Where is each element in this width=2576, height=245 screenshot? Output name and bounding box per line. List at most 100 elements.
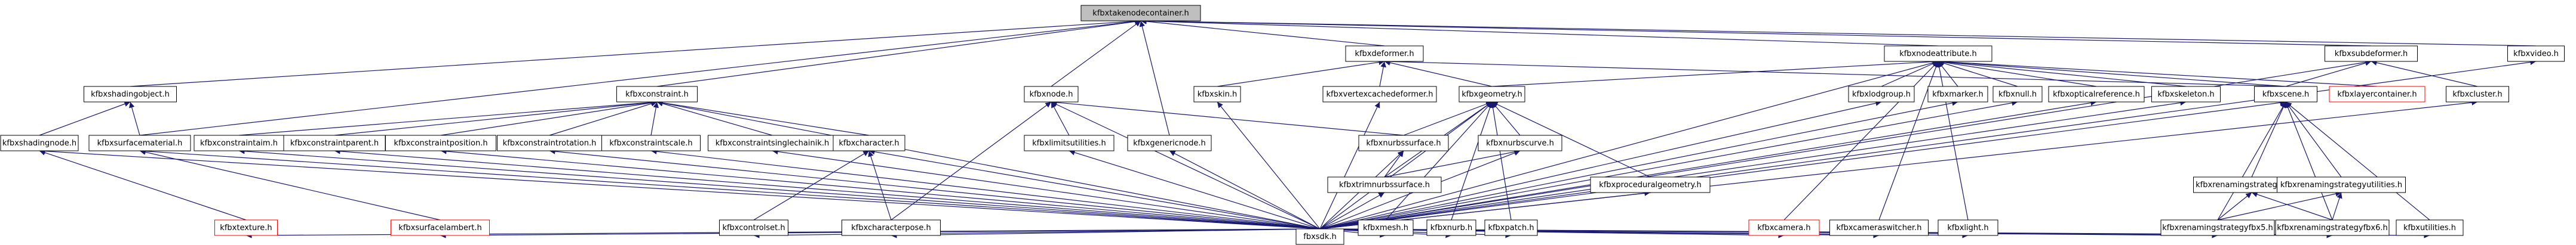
node-sdk[interactable]: fbxsdk.h [1295,228,1344,245]
node-box[interactable] [1426,219,1476,236]
node-characterpose[interactable]: kfbxcharacterpose.h [842,219,941,236]
node-surfacelambert[interactable]: kfbxsurfacelambert.h [391,219,490,236]
node-box[interactable] [1193,86,1241,103]
node-texture[interactable]: kfbxtexture.h [214,219,278,236]
node-box[interactable] [1024,135,1114,151]
node-character[interactable]: kfbxcharacter.h [833,135,905,151]
node-constraintparent[interactable]: kfbxconstraintparent.h [283,135,386,151]
node-camera[interactable]: kfbxcamera.h [1748,219,1820,236]
node-box[interactable] [601,135,701,151]
node-surfacematerial[interactable]: kfbxsurfacematerial.h [88,135,191,151]
node-box[interactable] [1295,228,1344,245]
node-node[interactable]: kfbxnode.h [1024,86,1079,103]
node-box[interactable] [1327,176,1442,193]
node-box[interactable] [2396,219,2464,236]
node-mesh[interactable]: kfbxmesh.h [1358,219,1414,236]
node-box[interactable] [2151,86,2221,103]
node-geometry[interactable]: kfbxgeometry.h [1459,86,1525,103]
node-box[interactable] [1992,86,2043,103]
node-skin[interactable]: kfbxskin.h [1193,86,1241,103]
node-cameraswitcher[interactable]: kfbxcameraswitcher.h [1829,219,1929,236]
node-box[interactable] [497,135,602,151]
node-box[interactable] [385,135,496,151]
node-box[interactable] [1024,86,1079,103]
node-box[interactable] [1345,45,1424,62]
node-renamingstrategyutilities[interactable]: kfbxrenamingstrategyutilities.h [2277,176,2406,193]
node-box[interactable] [2160,219,2275,236]
node-box[interactable] [1884,45,1992,62]
node-box[interactable] [1829,219,1929,236]
node-null[interactable]: kfbxnull.h [1992,86,2043,103]
node-controlset[interactable]: kfbxcontrolset.h [719,219,788,236]
node-box[interactable] [616,86,698,103]
node-container[interactable]: kfbxtakenodecontainer.h [1080,5,1201,21]
node-nodeattribute[interactable]: kfbxnodeattribute.h [1884,45,1992,62]
node-box[interactable] [1459,86,1525,103]
node-box[interactable] [2277,176,2406,193]
node-box[interactable] [708,135,837,151]
node-box[interactable] [1748,219,1820,236]
node-box[interactable] [1938,219,1998,236]
node-box[interactable] [1358,135,1449,151]
node-box[interactable] [2507,45,2565,62]
node-nurbssurface[interactable]: kfbxnurbssurface.h [1358,135,1449,151]
node-constraintscale[interactable]: kfbxconstraintscale.h [601,135,701,151]
node-box[interactable] [1322,86,1437,103]
node-box[interactable] [391,219,490,236]
node-constraintaim[interactable]: kfbxconstraintaim.h [194,135,284,151]
node-box[interactable] [2325,45,2418,62]
node-layercontainer[interactable]: kfbxlayercontainer.h [2329,86,2425,103]
node-vertexcachedeformer[interactable]: kfbxvertexcachedeformer.h [1322,86,1437,103]
node-utilities[interactable]: kfbxutilities.h [2396,219,2464,236]
node-box[interactable] [1590,176,1711,193]
node-scene[interactable]: kfbxscene.h [2254,86,2317,103]
node-box[interactable] [1127,135,1212,151]
node-box[interactable] [194,135,284,151]
node-lodgroup[interactable]: kfbxlodgroup.h [1848,86,1915,103]
node-box[interactable] [1358,219,1414,236]
node-box[interactable] [1927,86,1988,103]
node-trimnurbssurface[interactable]: kfbxtrimnurbssurface.h [1327,176,1442,193]
node-constraint[interactable]: kfbxconstraint.h [616,86,698,103]
node-box[interactable] [2329,86,2425,103]
node-box[interactable] [1478,135,1562,151]
node-box[interactable] [283,135,386,151]
node-genericnode[interactable]: kfbxgenericnode.h [1127,135,1212,151]
node-renamingstrategyfbx5[interactable]: kfbxrenamingstrategyfbx5.h [2160,219,2275,236]
node-box[interactable] [214,219,278,236]
node-box[interactable] [2048,86,2145,103]
node-box[interactable] [833,135,905,151]
node-box[interactable] [84,86,177,103]
node-patch[interactable]: kfbxpatch.h [1484,219,1538,236]
node-box[interactable] [0,135,79,151]
node-box[interactable] [88,135,191,151]
node-subdeformer[interactable]: kfbxsubdeformer.h [2325,45,2418,62]
edge-sdk-to-trimnurbssurface [1319,192,1385,230]
node-cluster[interactable]: kfbxcluster.h [2446,86,2509,103]
node-box[interactable] [2275,219,2390,236]
node-shadingobject[interactable]: kfbxshadingobject.h [84,86,177,103]
node-proceduralgeometry[interactable]: kfbxproceduralgeometry.h [1590,176,1711,193]
node-constraintsinglechainik[interactable]: kfbxconstraintsinglechainik.h [708,135,837,151]
node-constraintposition[interactable]: kfbxconstraintposition.h [385,135,496,151]
node-nurbscurve[interactable]: kfbxnurbscurve.h [1478,135,1562,151]
node-box[interactable] [719,219,788,236]
node-video[interactable]: kfbxvideo.h [2507,45,2565,62]
node-box[interactable] [2446,86,2509,103]
node-box[interactable] [842,219,941,236]
node-opticalreference[interactable]: kfbxopticalreference.h [2048,86,2145,103]
node-limitsutilities[interactable]: kfbxlimitsutilities.h [1024,135,1114,151]
node-marker[interactable]: kfbxmarker.h [1927,86,1988,103]
node-renamingstrategyfbx6[interactable]: kfbxrenamingstrategyfbx6.h [2275,219,2390,236]
node-box[interactable] [1080,5,1201,21]
node-label: kfbxsurfacematerial.h [97,139,183,148]
node-box[interactable] [1848,86,1915,103]
node-box[interactable] [1484,219,1538,236]
node-skeleton[interactable]: kfbxskeleton.h [2151,86,2221,103]
node-deformer[interactable]: kfbxdeformer.h [1345,45,1424,62]
node-light[interactable]: kfbxlight.h [1938,219,1998,236]
node-constraintrotation[interactable]: kfbxconstraintrotation.h [497,135,602,151]
node-shadingnode[interactable]: kfbxshadingnode.h [0,135,79,151]
node-box[interactable] [2254,86,2317,103]
node-nurb[interactable]: kfbxnurb.h [1426,219,1476,236]
